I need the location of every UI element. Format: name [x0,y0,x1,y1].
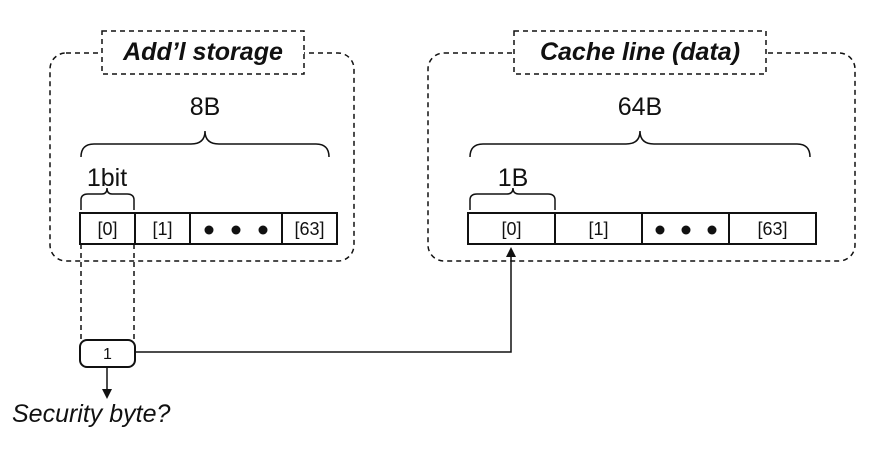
storage-cell-1-label: [1] [152,219,172,239]
bit-value: 1 [103,346,112,363]
cache-entry-label: 1B [498,164,529,192]
cache-cell-1-label: [1] [588,219,608,239]
cache-cell-1 [554,212,643,245]
storage-title-box [101,30,305,75]
storage-cell-0-label: [0] [97,219,117,239]
cache-dashed-frame [427,52,856,262]
cache-cell-0 [467,212,556,245]
cache-cell-63 [728,212,817,245]
cache-size-label: 64B [618,93,662,121]
connector-arrow [135,247,516,353]
cache-cell-63-label: [63] [757,219,787,239]
storage-entry-brace [80,187,135,210]
storage-cell-63-label: [63] [294,219,324,239]
storage-ellipsis-dot [204,225,214,235]
cache-entry-brace [469,187,556,210]
cache-size-brace [469,130,811,158]
storage-ellipsis-dot [258,225,268,235]
cache-ellipsis-dot [707,225,717,235]
cache-ellipsis-dot [655,225,665,235]
cache-cell-0-label: [0] [501,219,521,239]
storage-cell-63 [281,212,338,245]
storage-entry-label: 1bit [87,164,127,192]
security-byte-caption: Security byte? [12,400,171,428]
cache-title-box [513,30,767,75]
cache-title: Cache line (data) [540,38,740,66]
cache-ellipsis-dot [681,225,691,235]
storage-title: Add’l storage [122,38,283,66]
storage-size-brace [80,130,330,158]
storage-bit-array: [0] [1] [63] [79,212,338,245]
storage-group: Add’l storage 8B 1bit [0] [1] [63] [49,30,355,262]
cache-byte-array: [0] [1] [63] [467,212,817,245]
cache-group: Cache line (data) 64B 1B [0] [1] [63] [427,30,856,262]
storage-size-label: 8B [190,93,221,121]
storage-cell-0 [79,212,136,245]
storage-ellipsis-dot [231,225,241,235]
